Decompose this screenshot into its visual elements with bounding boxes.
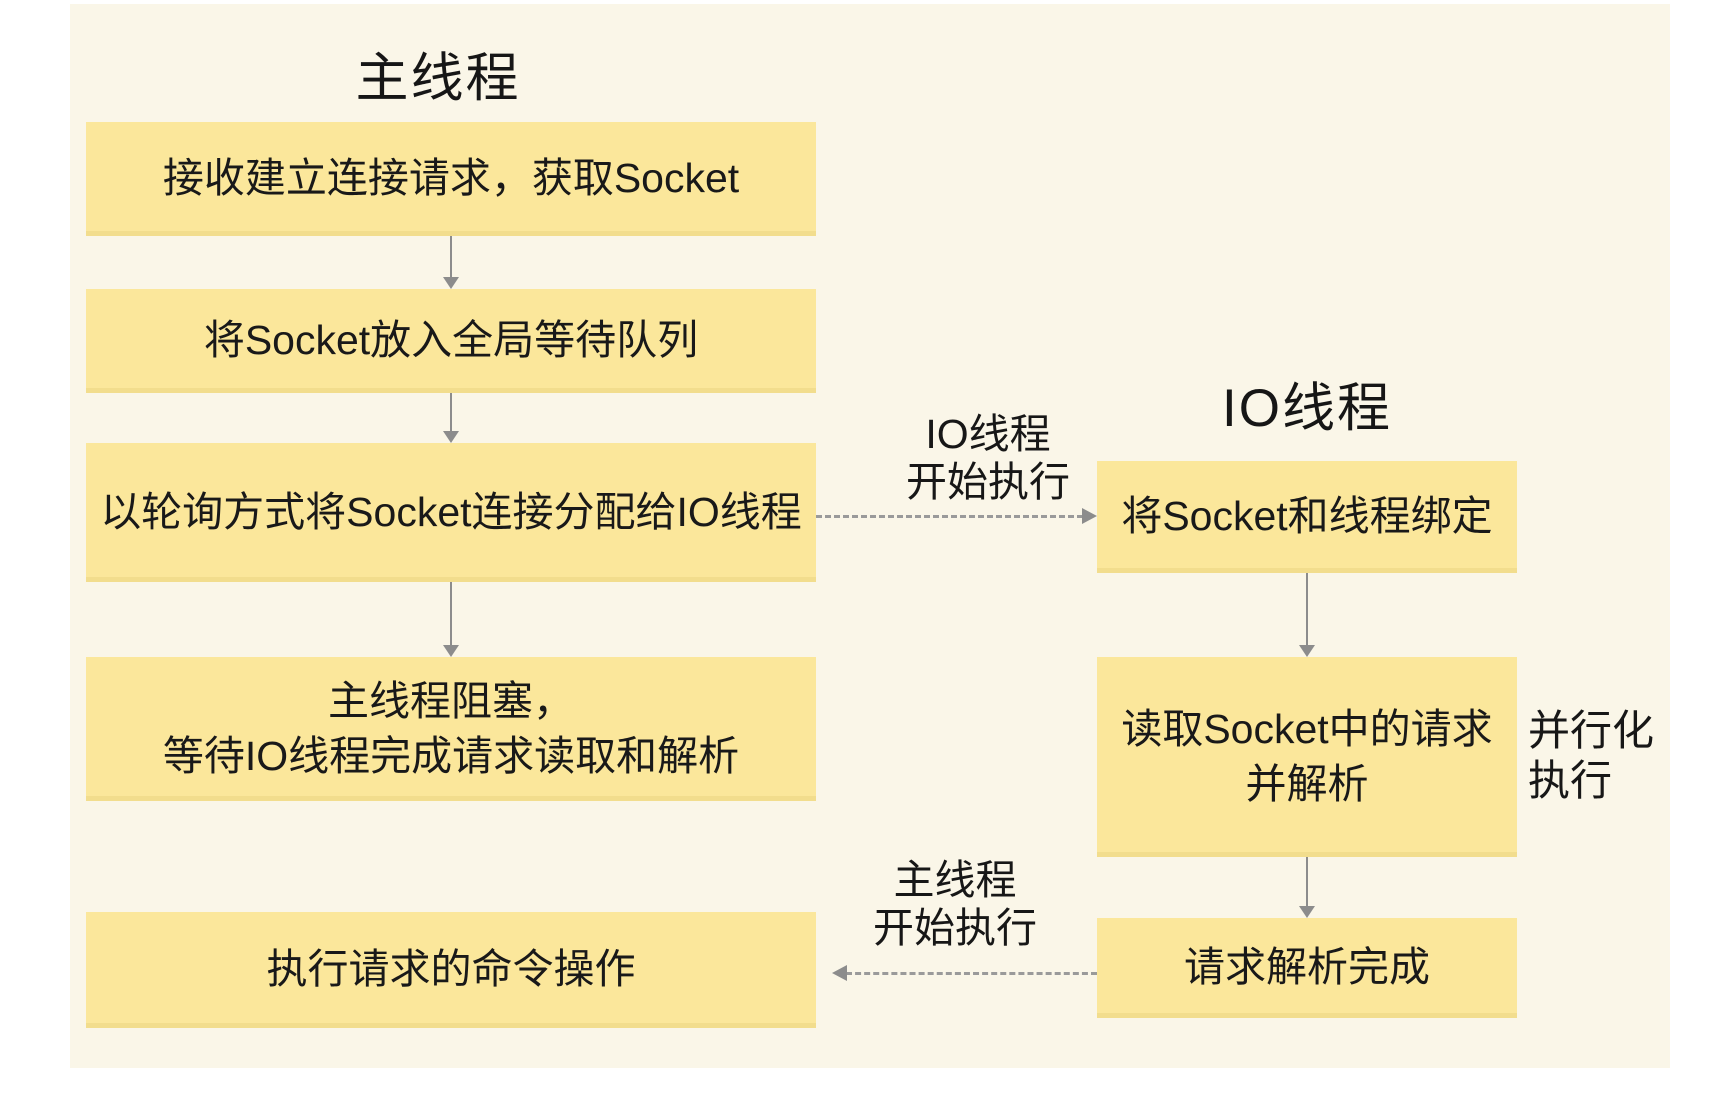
arrow-head-icon bbox=[832, 965, 847, 981]
arrow-head-icon bbox=[1299, 645, 1315, 657]
node-main-thread-block: 主线程阻塞， 等待IO线程完成请求读取和解析 bbox=[86, 657, 816, 801]
main-thread-title: 主线程 bbox=[355, 49, 521, 108]
down-arrow-left-3 bbox=[443, 582, 459, 657]
arrow-stem bbox=[1306, 573, 1308, 647]
arrow-head-icon bbox=[443, 431, 459, 443]
down-arrow-left-2 bbox=[443, 393, 459, 443]
down-arrow-right-2 bbox=[1299, 857, 1315, 918]
node-accept-connection: 接收建立连接请求，获取Socket bbox=[86, 122, 816, 236]
arrow-head-icon bbox=[1082, 508, 1097, 524]
node-bind-socket-thread: 将Socket和线程绑定 bbox=[1097, 461, 1517, 573]
node-parse-complete: 请求解析完成 bbox=[1097, 918, 1517, 1018]
dashed-arrow-stem bbox=[816, 515, 1083, 518]
dashed-arrow-stem bbox=[846, 972, 1097, 975]
arrow-head-icon bbox=[1299, 906, 1315, 918]
io-thread-title: IO线程 bbox=[1222, 379, 1392, 438]
arrow-head-icon bbox=[443, 645, 459, 657]
arrow-stem bbox=[450, 582, 452, 647]
dashed-arrow-to-io-thread bbox=[816, 508, 1097, 524]
io-start-label: IO线程 开始执行 bbox=[906, 411, 1070, 506]
node-round-robin-assign: 以轮询方式将Socket连接分配给IO线程 bbox=[86, 443, 816, 582]
node-execute-command: 执行请求的命令操作 bbox=[86, 912, 816, 1028]
parallel-execution-note: 并行化 执行 bbox=[1528, 707, 1655, 805]
main-start-label: 主线程 开始执行 bbox=[873, 857, 1037, 952]
dashed-arrow-to-main-thread bbox=[832, 965, 1097, 981]
arrow-stem bbox=[450, 236, 452, 279]
arrow-stem bbox=[1306, 857, 1308, 908]
arrow-head-icon bbox=[443, 277, 459, 289]
node-read-parse-request: 读取Socket中的请求 并解析 bbox=[1097, 657, 1517, 857]
node-socket-to-queue: 将Socket放入全局等待队列 bbox=[86, 289, 816, 393]
down-arrow-left-1 bbox=[443, 236, 459, 289]
down-arrow-right-1 bbox=[1299, 573, 1315, 657]
arrow-stem bbox=[450, 393, 452, 433]
